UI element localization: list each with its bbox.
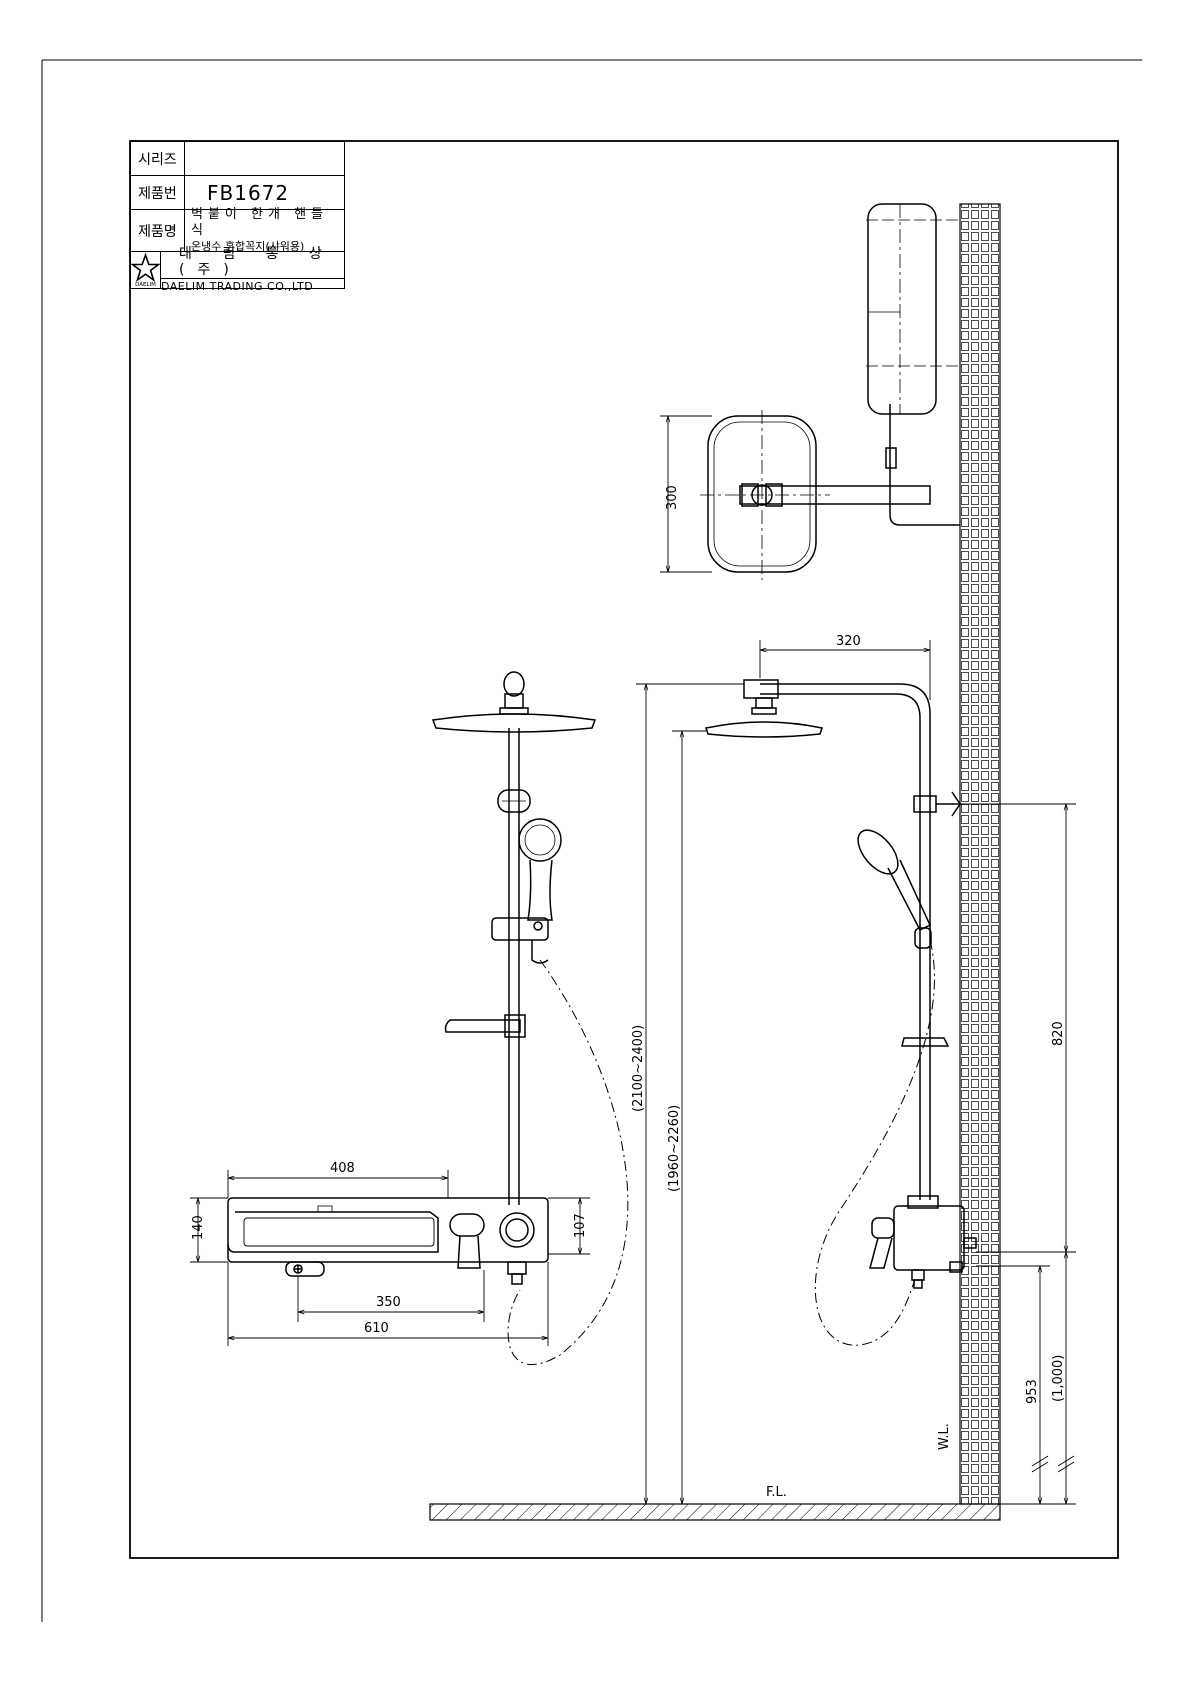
- dim-350-label: 350: [376, 1295, 401, 1310]
- dim-408-label: 408: [330, 1161, 355, 1176]
- front-view: [227, 671, 597, 1285]
- floor: [429, 1503, 1001, 1521]
- product-number-row: 제품번 FB1672: [131, 176, 344, 210]
- hose-front: [507, 959, 629, 1365]
- dim-953-label: 953: [1025, 1379, 1040, 1404]
- product-number-value: FB1672: [207, 180, 290, 205]
- dim-610-label: 610: [364, 1321, 389, 1336]
- star-logo-icon: DAELIM: [130, 252, 161, 288]
- dim-2100-2400-label: (2100~2400): [631, 1025, 646, 1112]
- daelim-logo: DAELIM: [130, 252, 161, 288]
- product-number-label: 제품번: [131, 176, 185, 209]
- dim-320-label: 320: [836, 634, 861, 649]
- product-name-line1: 벽붙이 한개 핸들식: [191, 206, 328, 238]
- sheet-border: [41, 59, 1142, 1622]
- series-row: 시리즈: [131, 142, 344, 176]
- dimension-300: [660, 415, 712, 573]
- dim-140-label: 140: [191, 1215, 206, 1240]
- dim-820-label: 820: [1051, 1021, 1066, 1046]
- dim-300-label: 300: [665, 485, 680, 510]
- top-view: [700, 203, 960, 580]
- product-name-line2: 온냉수 혼합꼭지(샤워용): [191, 239, 305, 253]
- logo-text: DAELIM: [135, 282, 156, 288]
- floor-level-label: F.L.: [766, 1485, 787, 1500]
- company-name-english: DAELIM TRADING CO.,LTD: [161, 279, 314, 293]
- hose-side: [814, 939, 935, 1346]
- company-row: DAELIM 대 림 통 상 (주) DAELIM TRADING CO.,LT…: [130, 246, 344, 293]
- product-name-label: 제품명: [131, 210, 185, 251]
- company-name-korean: 대 림 통 상 (주): [161, 246, 344, 279]
- product-name-value: 벽붙이 한개 핸들식 온냉수 혼합꼭지(샤워용): [185, 206, 344, 253]
- dim-1000-label: (1,000): [1051, 1355, 1066, 1402]
- wall: [959, 203, 1001, 1505]
- dim-107-label: 107: [573, 1213, 588, 1238]
- series-label: 시리즈: [131, 142, 185, 175]
- wall-line-label: W.L.: [937, 1423, 952, 1450]
- side-view: [705, 679, 977, 1289]
- side-dimensions: [636, 640, 1076, 1505]
- product-name-row: 제품명 벽붙이 한개 핸들식 온냉수 혼합꼭지(샤워용): [131, 206, 344, 253]
- dim-1960-2260-label: (1960~2260): [667, 1105, 682, 1192]
- front-dimensions: [190, 1170, 590, 1346]
- company-name: 대 림 통 상 (주) DAELIM TRADING CO.,LTD: [161, 246, 344, 293]
- title-block: 시리즈 제품번 FB1672 제품명 벽붙이 한개 핸들식 온냉수 혼합꼭지(샤…: [130, 141, 345, 293]
